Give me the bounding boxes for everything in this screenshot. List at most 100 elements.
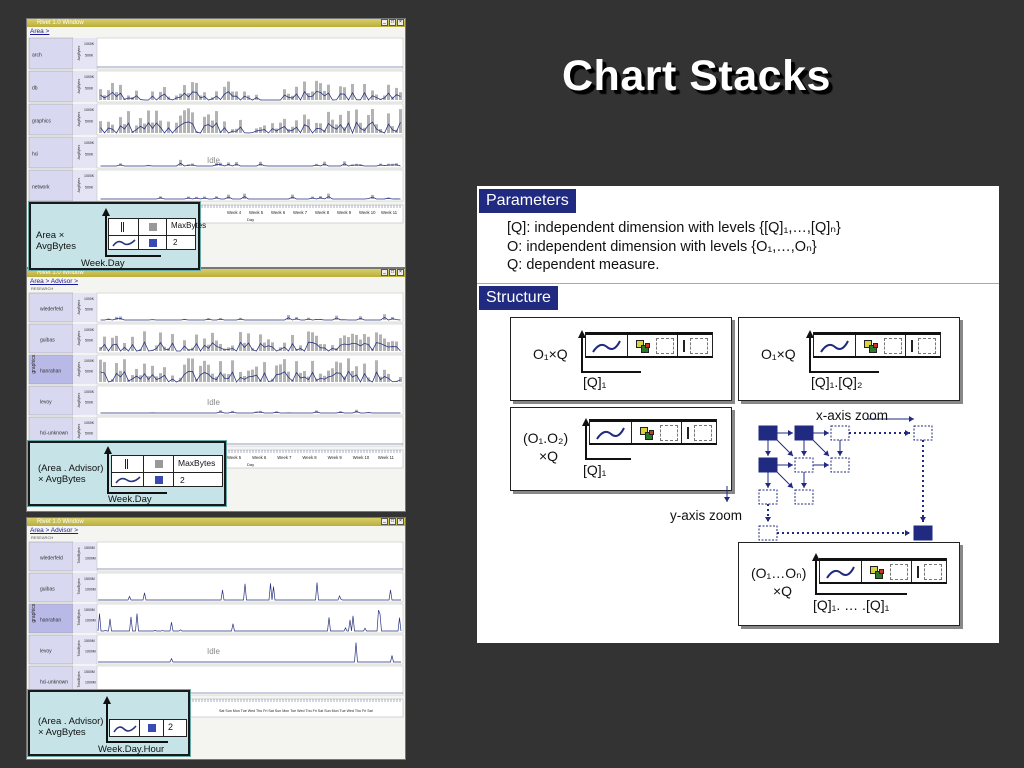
bar-mark (207, 364, 210, 382)
bar-mark (115, 363, 118, 382)
legend-x-axis (105, 255, 161, 257)
box-x-axis (585, 458, 631, 460)
row-axis-cell (73, 137, 97, 168)
row-label-cell (28, 169, 74, 202)
strip-cell (586, 335, 628, 356)
row-axis-cell (73, 542, 97, 571)
bar-mark (371, 109, 374, 133)
week-label: Week 10 (353, 455, 370, 460)
tick-label: 1500M (84, 608, 95, 612)
zoom-node-empty (913, 425, 933, 441)
bar-mark (327, 84, 330, 100)
bar-mark (251, 369, 254, 382)
color-squares-icon (640, 427, 654, 440)
bar-mark (171, 333, 174, 351)
bar-mark (335, 361, 338, 382)
zoom-arrowhead (920, 517, 926, 522)
series-line (100, 370, 401, 383)
row-label: network (32, 185, 50, 191)
tick-label: 500K (85, 120, 94, 124)
mini-strip (819, 558, 947, 584)
close-button[interactable]: × (397, 19, 404, 26)
blue-square-icon (149, 239, 157, 247)
row-label-cell (28, 103, 74, 136)
line-glyph-icon (115, 476, 141, 484)
legend-y-text: Area × AvgBytes (36, 230, 76, 252)
close-button[interactable]: × (397, 269, 404, 276)
gray-square-icon (155, 460, 163, 468)
row-axis-cell (73, 573, 97, 602)
strip-cell (856, 335, 906, 356)
row-plot (96, 292, 404, 323)
breadcrumb[interactable]: Area > Advisor > (30, 278, 79, 285)
bar-mark (315, 122, 318, 133)
bar-mark (331, 119, 334, 133)
strip-cell (590, 422, 632, 443)
color-squares-icon (870, 566, 884, 579)
row-label: hci-unknown (40, 680, 68, 686)
row-axis-label: AvgBytes (77, 331, 81, 346)
box-x-label: [Q]₁ (583, 462, 607, 478)
box-y-label-1: (O₁.O₂) (523, 430, 569, 446)
y-axis-zoom-label: y-axis zoom (670, 508, 743, 523)
legend-x-label: Week.Day.Hour (98, 744, 165, 755)
tick-label: 1500M (84, 639, 95, 643)
maximize-button[interactable]: □ (389, 518, 396, 525)
legend-cell (144, 456, 174, 486)
legend-divider (109, 235, 195, 236)
box-x-label: [Q]₁ (583, 374, 607, 390)
bar-mark (147, 110, 150, 133)
bar-mark (195, 82, 198, 100)
bar-mark (211, 332, 214, 351)
bar-mark (203, 338, 206, 351)
row-label: graphics (32, 119, 51, 125)
legend-y-axis (107, 452, 109, 493)
dashed-cell (660, 425, 678, 441)
row-label-cell (28, 541, 74, 572)
close-button[interactable]: × (397, 518, 404, 525)
window-titlebar: Rivet 1.0 Window _ □ × (27, 269, 405, 277)
line-glyph-icon (820, 340, 849, 353)
bar-mark (363, 363, 366, 382)
bar-mark (115, 335, 118, 351)
bar-mark (247, 370, 250, 382)
week-label: Week 8 (315, 210, 330, 215)
minimize-button[interactable]: _ (381, 19, 388, 26)
legend-y-label: Area × AvgBytes (36, 230, 88, 252)
x-axis-label: Day (247, 462, 254, 467)
group-label: graphics (31, 354, 37, 373)
mini-strip (589, 419, 717, 445)
x-axis-zoom-label: x-axis zoom (816, 408, 889, 423)
box-y-axis (581, 336, 583, 373)
strip-cell (814, 335, 856, 356)
row-axis-cell (73, 604, 97, 633)
bar-mark (395, 341, 398, 351)
minimize-button[interactable]: _ (381, 269, 388, 276)
maximize-button[interactable]: □ (389, 269, 396, 276)
bar-mark (159, 120, 162, 133)
line-glyph-icon (596, 427, 625, 440)
bar-mark (387, 113, 390, 133)
week-label: Week 11 (378, 455, 395, 460)
tick-label: 1500M (84, 577, 95, 581)
series-line (100, 196, 401, 200)
bar-mark (355, 109, 358, 133)
bar-mark (99, 359, 102, 382)
line-glyph-icon (112, 239, 136, 247)
zoom-node-empty (830, 457, 850, 473)
row-axis-label: TotalBytes (77, 609, 81, 625)
bar-mark (351, 333, 354, 351)
maximize-button[interactable]: □ (389, 19, 396, 26)
tick-label: 1000K (84, 359, 95, 363)
parameters-text: [Q]: independent dimension with levels {… (507, 219, 841, 275)
breadcrumb[interactable]: Area > (30, 28, 50, 35)
breadcrumb[interactable]: Area > Advisor > (30, 527, 79, 534)
bar-mark (231, 360, 234, 382)
minimize-button[interactable]: _ (381, 518, 388, 525)
zoom-node-filled (758, 457, 778, 473)
dashed-cell (924, 564, 942, 580)
zoom-node-empty (830, 425, 850, 441)
bar-mark (383, 369, 386, 382)
legend-cell (139, 219, 167, 249)
